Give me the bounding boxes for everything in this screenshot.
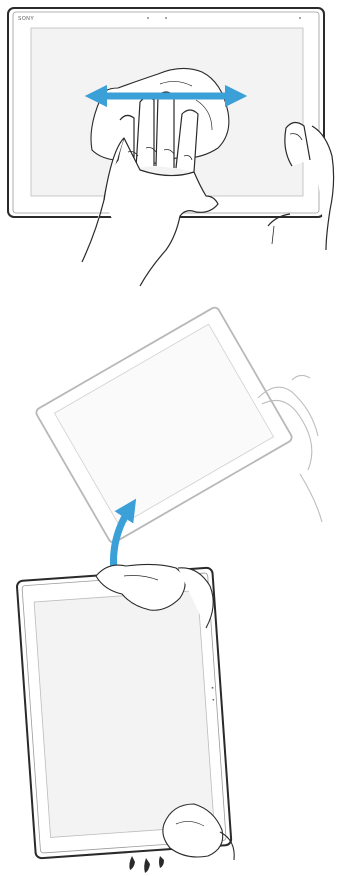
water-drip-icon <box>129 856 164 873</box>
tablet-faded <box>35 306 294 544</box>
cleaning-panel: SONY <box>8 8 334 286</box>
sensor-dot-icon <box>147 17 149 19</box>
drying-panel <box>17 306 322 873</box>
camera-dot-icon <box>165 17 167 19</box>
led-dot-icon <box>299 17 301 19</box>
brand-label: SONY <box>18 16 34 22</box>
